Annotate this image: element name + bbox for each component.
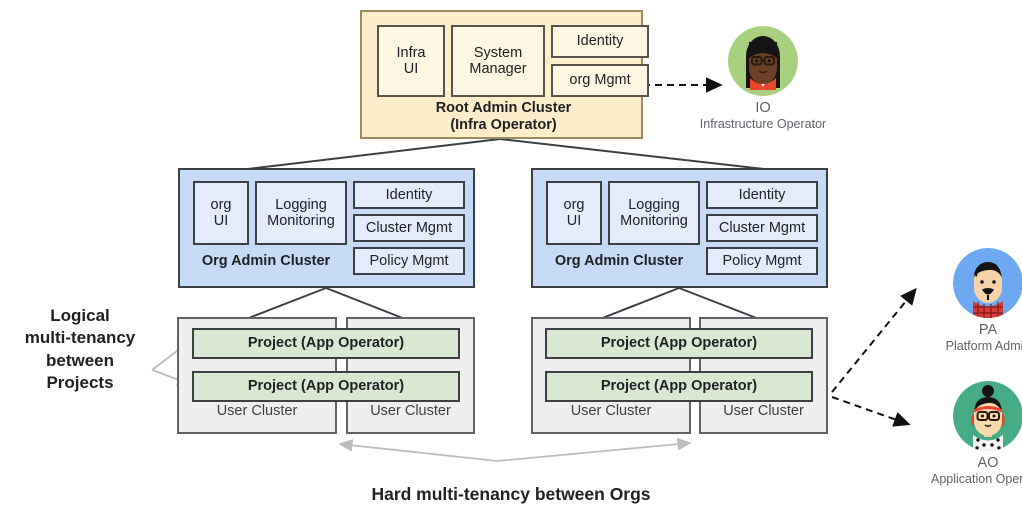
org-admin-cluster-left[interactable]: org UI Logging Monitoring Identity Clust…: [178, 168, 475, 288]
org-right-component-org-ui[interactable]: org UI: [546, 181, 602, 245]
org-right-component-policy-mgmt[interactable]: Policy Mgmt: [706, 247, 818, 275]
root-admin-cluster[interactable]: Infra UI System Manager Identity org Mgm…: [360, 10, 649, 139]
user-cluster-right-2-label: User Cluster: [723, 403, 804, 419]
org-left-component-logging-monitoring[interactable]: Logging Monitoring: [255, 181, 347, 245]
root-cluster-title-line2: (Infra Operator): [450, 117, 557, 134]
project-to-pa-arrow: [831, 287, 917, 393]
persona-ao[interactable]: AO Application Operator: [913, 381, 1022, 486]
avatar-infrastructure-operator: [728, 26, 798, 96]
persona-pa-role: Platform Admin: [945, 339, 1022, 353]
project-to-ao-arrow: [831, 396, 911, 427]
root-component-infra-ui[interactable]: Infra UI: [377, 25, 445, 97]
org-right-component-cluster-mgmt[interactable]: Cluster Mgmt: [706, 214, 818, 242]
root-component-identity[interactable]: Identity: [551, 25, 649, 58]
user-cluster-left-2-label: User Cluster: [370, 403, 451, 419]
root-cluster-title-line1: Root Admin Cluster: [435, 100, 572, 116]
org-left-component-org-ui[interactable]: org UI: [193, 181, 249, 245]
persona-io-role: Infrastructure Operator: [699, 117, 827, 131]
org-left-component-cluster-mgmt[interactable]: Cluster Mgmt: [353, 214, 465, 242]
hard-tenancy-arrow: [338, 437, 692, 462]
project-right-2[interactable]: Project (App Operator): [545, 371, 813, 402]
avatar-application-operator: [953, 381, 1022, 451]
persona-io-initials: IO: [755, 100, 771, 116]
root-component-system-manager[interactable]: System Manager: [451, 25, 545, 97]
persona-io[interactable]: IO Infrastructure Operator: [688, 26, 838, 131]
root-cluster-title: Root Admin Cluster (Infra Operator): [362, 100, 645, 135]
org-right-component-identity[interactable]: Identity: [706, 181, 818, 209]
org-admin-cluster-right[interactable]: org UI Logging Monitoring Identity Clust…: [531, 168, 828, 288]
persona-ao-role: Application Operator: [931, 472, 1022, 486]
org-admin-cluster-right-title: Org Admin Cluster: [554, 253, 684, 269]
persona-pa[interactable]: PA Platform Admin: [913, 248, 1022, 353]
root-component-org-mgmt[interactable]: org Mgmt: [551, 64, 649, 97]
avatar-platform-admin: [953, 248, 1022, 318]
org-admin-cluster-left-title: Org Admin Cluster: [201, 253, 331, 269]
logical-multitenancy-note: Logical multi-tenancy between Projects: [24, 306, 136, 393]
project-right-1[interactable]: Project (App Operator): [545, 328, 813, 359]
persona-pa-initials: PA: [978, 322, 998, 338]
project-left-1[interactable]: Project (App Operator): [192, 328, 460, 359]
left-org-to-usercluster-connectors: [245, 287, 406, 320]
org-right-component-logging-monitoring[interactable]: Logging Monitoring: [608, 181, 700, 245]
org-left-component-policy-mgmt[interactable]: Policy Mgmt: [353, 247, 465, 275]
project-left-2[interactable]: Project (App Operator): [192, 371, 460, 402]
hard-multitenancy-note: Hard multi-tenancy between Orgs: [371, 484, 651, 504]
persona-ao-initials: AO: [977, 455, 999, 471]
user-cluster-right-1-label: User Cluster: [570, 403, 652, 419]
org-left-component-identity[interactable]: Identity: [353, 181, 465, 209]
right-org-to-usercluster-connectors: [599, 287, 760, 320]
user-cluster-left-1-label: User Cluster: [216, 403, 298, 419]
